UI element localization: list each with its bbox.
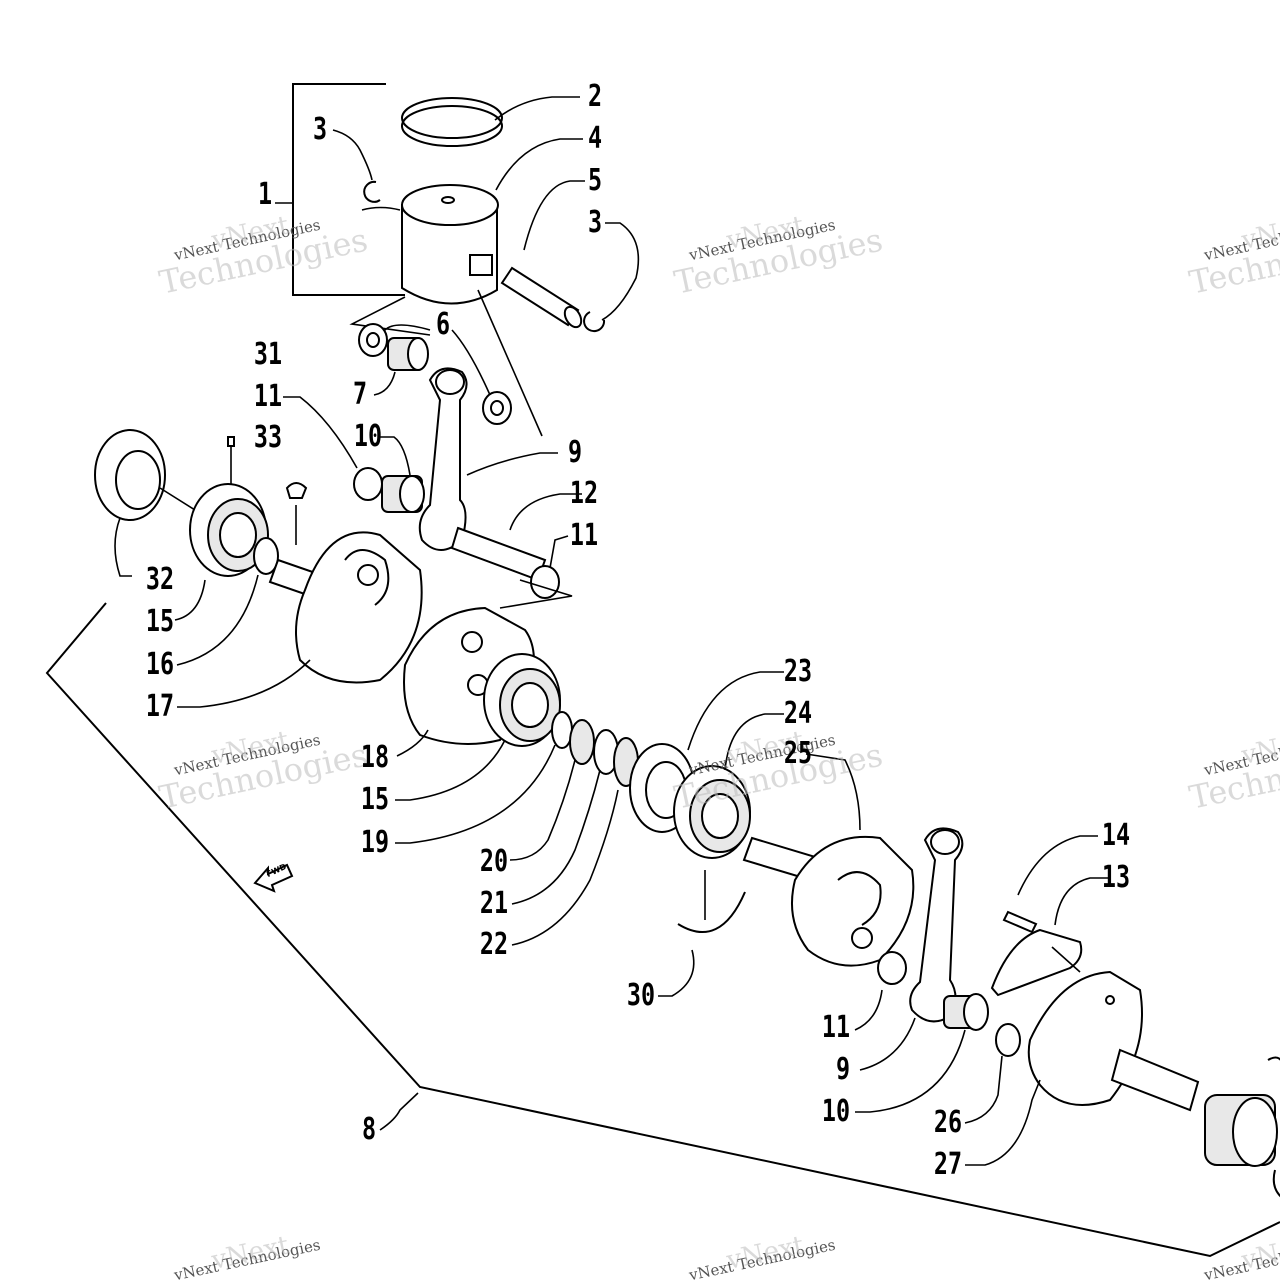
circlip xyxy=(677,891,746,934)
callout-10: 10 xyxy=(821,1094,851,1129)
ball-bearing xyxy=(189,483,269,577)
needle-bearing xyxy=(387,337,429,371)
crankshaft-flywheel-half xyxy=(1027,970,1200,1112)
piston-pin-clip xyxy=(583,311,606,333)
callout-5: 5 xyxy=(587,163,603,198)
callout-4: 4 xyxy=(587,121,603,156)
crankshaft-flywheel-half xyxy=(268,531,423,684)
callout-9: 9 xyxy=(567,435,583,470)
ball-bearing xyxy=(483,653,561,747)
callout-12: 12 xyxy=(569,476,599,511)
callout-11: 11 xyxy=(821,1010,851,1045)
washer xyxy=(877,951,907,985)
callout-9: 9 xyxy=(835,1052,851,1087)
fwd-arrow-icon xyxy=(253,863,294,893)
callout-19: 19 xyxy=(360,825,390,860)
callout-10: 10 xyxy=(353,419,383,454)
piston-rings xyxy=(401,97,503,147)
callout-24: 24 xyxy=(783,696,813,731)
callout-16: 16 xyxy=(145,647,175,682)
callout-20: 20 xyxy=(479,844,509,879)
callout-13: 13 xyxy=(1101,860,1131,895)
thrust-washer xyxy=(358,323,388,357)
callout-32: 32 xyxy=(145,562,175,597)
callout-15: 15 xyxy=(145,604,175,639)
callout-11: 11 xyxy=(253,379,283,414)
callout-1: 1 xyxy=(257,177,273,212)
callout-15: 15 xyxy=(360,782,390,817)
crankshaft-assembly-bracket xyxy=(45,602,1280,1258)
connecting-rod xyxy=(418,367,468,551)
snap-ring xyxy=(551,711,573,749)
callout-3: 3 xyxy=(312,112,328,147)
callout-27: 27 xyxy=(933,1147,963,1182)
needle-bearing xyxy=(943,993,989,1031)
callout-17: 17 xyxy=(145,689,175,724)
retaining-ring xyxy=(253,537,279,575)
roller-bearing xyxy=(1204,1094,1278,1167)
callout-2: 2 xyxy=(587,79,603,114)
callout-18: 18 xyxy=(360,740,390,775)
piston-pin-clip xyxy=(363,180,381,203)
callout-30: 30 xyxy=(626,978,656,1013)
oil-seal xyxy=(94,429,166,521)
connecting-rod xyxy=(909,827,964,1023)
callout-11: 11 xyxy=(569,518,599,553)
callout-7: 7 xyxy=(352,377,368,412)
woodruff-key xyxy=(285,482,308,499)
callout-3: 3 xyxy=(587,205,603,240)
washer xyxy=(353,467,383,501)
thrust-washer xyxy=(995,1023,1021,1057)
leader-lines xyxy=(114,96,1110,1166)
callout-33: 33 xyxy=(253,420,283,455)
callout-25: 25 xyxy=(783,736,813,771)
counterweight xyxy=(990,928,1083,997)
needle-bearing xyxy=(381,475,425,513)
callout-21: 21 xyxy=(479,886,509,921)
piston xyxy=(401,184,499,305)
callout-23: 23 xyxy=(783,654,813,689)
callout-14: 14 xyxy=(1101,818,1131,853)
callout-22: 22 xyxy=(479,927,509,962)
callout-31: 31 xyxy=(253,337,283,372)
piston-pin xyxy=(500,266,583,329)
crank-pin xyxy=(450,526,547,582)
ball-bearing xyxy=(673,765,751,859)
callout-26: 26 xyxy=(933,1105,963,1140)
washer xyxy=(530,565,560,599)
labyrinth-seal xyxy=(569,719,595,765)
bolt xyxy=(1002,910,1038,934)
callout-6: 6 xyxy=(435,307,451,342)
piston-assembly-bracket xyxy=(292,83,405,296)
callout-8: 8 xyxy=(361,1112,377,1147)
thrust-washer xyxy=(482,391,512,425)
crankshaft-flywheel-half xyxy=(742,836,915,967)
